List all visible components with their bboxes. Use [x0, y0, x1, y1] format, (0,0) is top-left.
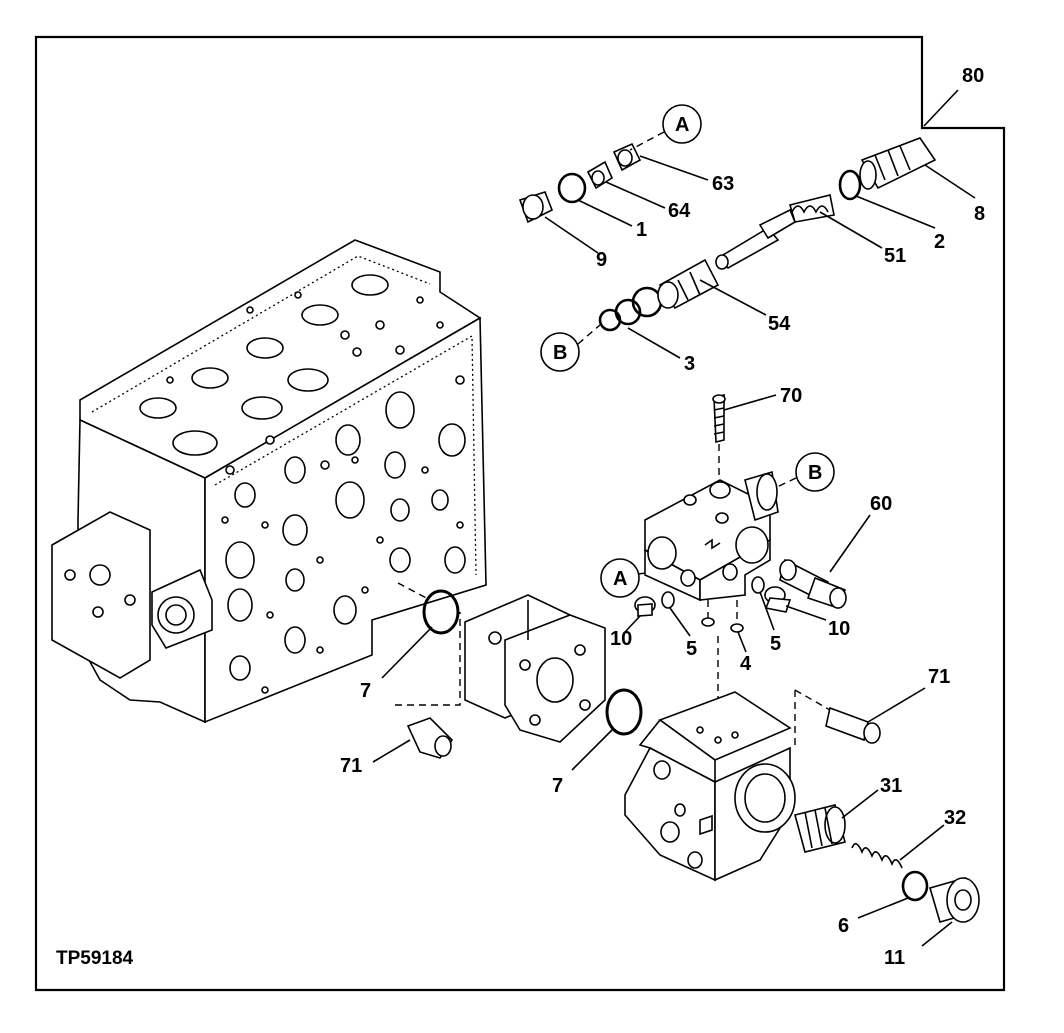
diagram-frame: [34, 35, 1006, 992]
o-ring-4-b: [730, 623, 744, 633]
callout-71-left: 71: [340, 755, 362, 777]
callout-5-right: 5: [770, 633, 781, 655]
assembly-leader: [923, 89, 959, 127]
callout-70: 70: [780, 385, 802, 407]
flange-adapter: [464, 594, 606, 743]
cap-screw-71-right: [794, 689, 881, 750]
callout-32: 32: [944, 807, 966, 829]
plug-10-left: [634, 596, 656, 617]
callout-1: 1: [636, 219, 647, 241]
callout-11: 11: [884, 947, 905, 969]
callout-8: 8: [974, 203, 985, 225]
ref-marker-b-left: [540, 332, 580, 372]
callout-31: 31: [880, 775, 902, 797]
callout-10-left: 10: [610, 628, 632, 650]
o-ring-5-left: [661, 591, 675, 609]
callout-2: 2: [934, 231, 945, 253]
callout-51: 51: [884, 245, 906, 267]
callout-3: 3: [684, 353, 695, 375]
svg-text:B: B: [808, 462, 822, 484]
callout-63: 63: [712, 173, 734, 195]
callout-54: 54: [768, 313, 791, 335]
assembly-callout-80: 80: [962, 65, 984, 87]
o-ring-5-right: [751, 576, 765, 594]
spring-32: [851, 843, 903, 869]
valve-housing: [644, 470, 779, 602]
callout-4: 4: [740, 653, 752, 675]
callout-60: 60: [870, 493, 892, 515]
callout-6: 6: [838, 915, 849, 937]
block-top-ports: [139, 274, 444, 456]
ref-marker-a-top: [662, 104, 702, 144]
lower-valve-body: [624, 691, 796, 882]
cap-screw-71-left: [395, 612, 461, 759]
spool-31: [794, 804, 846, 853]
o-ring-7-right: [605, 688, 643, 736]
callout-7-right: 7: [552, 775, 563, 797]
figure-code: TP59184: [56, 948, 134, 969]
callout-71-right: 71: [928, 666, 950, 688]
svg-text:A: A: [675, 114, 689, 136]
callout-10-right: 10: [828, 618, 850, 640]
plug-60: [779, 558, 847, 609]
cap-screw-70: [712, 393, 726, 482]
o-ring-6: [901, 870, 929, 902]
callout-64: 64: [668, 200, 691, 222]
callout-5-left: 5: [686, 638, 697, 660]
o-ring-7-left: [422, 589, 460, 635]
callout-9: 9: [596, 249, 607, 271]
plug-11: [929, 877, 980, 923]
callout-7-left: 7: [360, 680, 371, 702]
block-side-ports: [221, 375, 466, 694]
upper-spool-group: [518, 137, 937, 332]
plug-10-right: [764, 586, 792, 613]
ref-marker-b-right: [795, 452, 835, 492]
o-ring-4-a: [701, 617, 715, 627]
main-valve-block: [51, 239, 487, 724]
svg-text:B: B: [553, 342, 567, 364]
svg-text:A: A: [613, 568, 627, 590]
ref-marker-a-mid: [600, 558, 640, 598]
